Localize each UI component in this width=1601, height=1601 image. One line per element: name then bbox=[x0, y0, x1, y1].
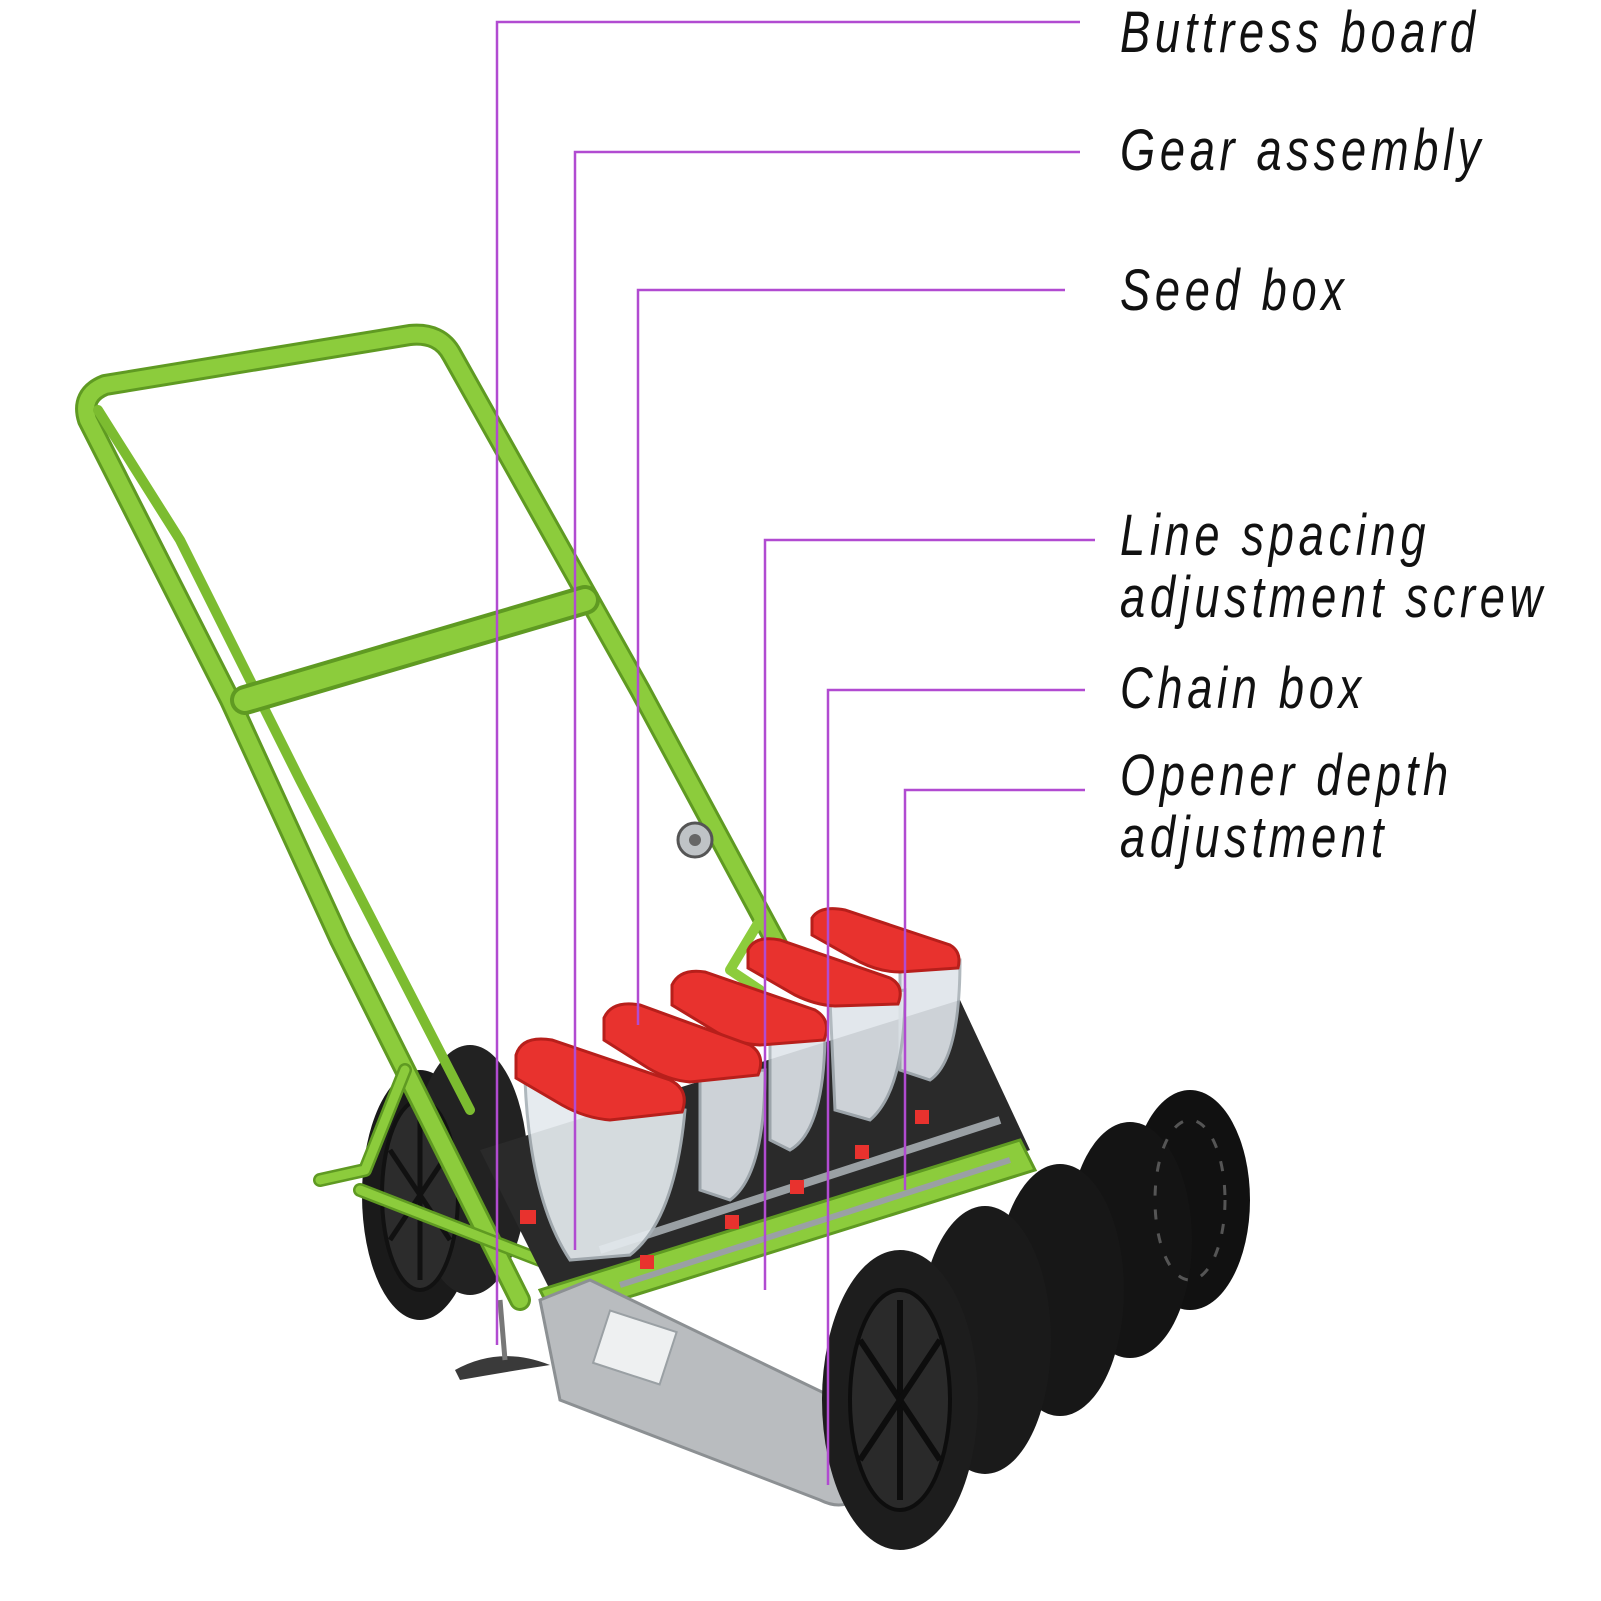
label-opener-depth-adjustment: Opener depth adjustment bbox=[1120, 745, 1453, 869]
leader-chain-box bbox=[826, 688, 1085, 1485]
leader-lines bbox=[495, 20, 1095, 1485]
label-seed-box-line-1: Seed box bbox=[1120, 258, 1349, 323]
handle-frame bbox=[75, 323, 791, 1311]
label-buttress-board: Buttress board bbox=[1120, 2, 1480, 64]
label-seed-box: Seed box bbox=[1120, 260, 1349, 322]
leader-seed-box bbox=[636, 288, 1065, 1025]
label-chain-box-line-1: Chain box bbox=[1120, 656, 1366, 721]
label-gear-assembly: Gear assembly bbox=[1120, 120, 1485, 182]
label-chain-box: Chain box bbox=[1120, 658, 1366, 720]
label-line-spacing-line-1: Line spacing bbox=[1120, 503, 1431, 568]
leader-opener-depth-adjustment bbox=[903, 788, 1085, 1190]
label-opener-depth-line-1: Opener depth bbox=[1120, 743, 1453, 808]
label-line-spacing-line-2: adjustment screw bbox=[1120, 565, 1547, 630]
buttress-plate bbox=[455, 1299, 550, 1380]
handle-gear bbox=[676, 821, 714, 859]
leader-buttress-board bbox=[495, 20, 1080, 1345]
leader-line-spacing-adjustment-screw bbox=[763, 538, 1095, 1290]
label-gear-assembly-line-1: Gear assembly bbox=[1120, 118, 1486, 183]
label-buttress-board-line-1: Buttress board bbox=[1120, 0, 1480, 65]
label-opener-depth-line-2: adjustment bbox=[1120, 805, 1389, 870]
label-line-spacing-adjustment-screw: Line spacing adjustment screw bbox=[1120, 505, 1547, 629]
leader-gear-assembly bbox=[573, 150, 1080, 1250]
seed-hoppers bbox=[514, 907, 962, 1269]
press-wheels bbox=[822, 1090, 1250, 1550]
